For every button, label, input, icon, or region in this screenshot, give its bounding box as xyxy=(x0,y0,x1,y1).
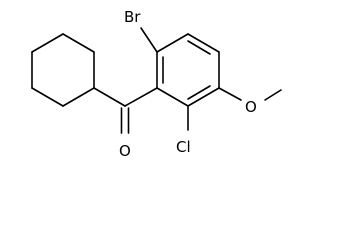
bromo-bond xyxy=(140,27,158,53)
aryl-bond-c5-c6 xyxy=(156,33,189,53)
atom-labels: Br Cl O O xyxy=(119,8,257,160)
aryl-bond-c1-c2 xyxy=(156,87,189,107)
cyclohexyl-bond-2 xyxy=(62,33,95,53)
bromine-atom-label: Br xyxy=(124,8,141,26)
chlorine-atom-label: Cl xyxy=(176,138,191,156)
aryl-bond-c2-c3 xyxy=(187,87,220,107)
ring-to-carbonyl-bond xyxy=(93,87,126,107)
molecule-structure-canvas: Br Cl O O xyxy=(31,8,282,160)
methoxy-o-bond xyxy=(218,87,242,101)
cyclohexyl-bond-5 xyxy=(31,87,64,107)
substituent-bonds xyxy=(140,27,282,131)
ether-oxygen-atom-label: O xyxy=(245,98,257,116)
carbonyl-oxygen-atom-label: O xyxy=(119,142,131,160)
aryl-inner-double-bond-3 xyxy=(187,40,211,55)
aryl-bond-c4-c5 xyxy=(187,33,220,53)
methoxy-methyl-bond xyxy=(264,89,282,101)
cyclohexyl-bond-3 xyxy=(31,33,64,53)
benzene-ring xyxy=(156,33,220,107)
carbonyl-to-aryl-bond xyxy=(124,87,158,107)
cyclohexyl-bond-6 xyxy=(62,87,95,107)
carbonyl-group xyxy=(93,87,158,134)
aryl-inner-double-bond-2 xyxy=(187,85,211,100)
cyclohexyl-ring xyxy=(31,33,95,107)
molecule-structure-diagram: Br Cl O O xyxy=(31,8,282,160)
